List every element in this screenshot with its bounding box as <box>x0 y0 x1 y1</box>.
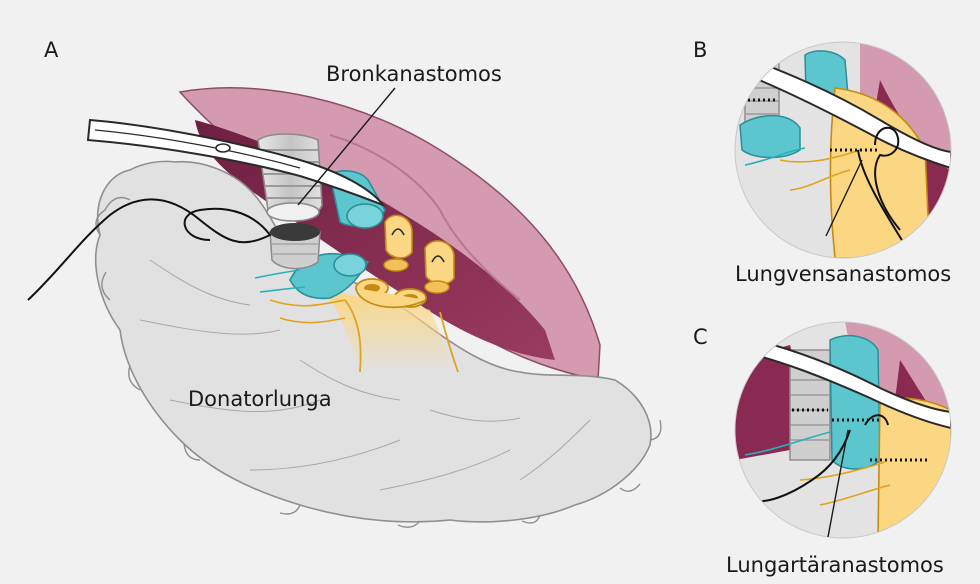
donor-lung-label: Donatorlunga <box>188 387 332 411</box>
pulmonary-vein-anastomosis-label: Lungvensanastomos <box>735 262 951 286</box>
pulmonary-artery-anastomosis-label: Lungartäranastomos <box>726 553 944 577</box>
panel-c-inset <box>735 322 951 538</box>
panel-a-illustration <box>28 88 661 527</box>
panel-b-inset <box>735 42 951 258</box>
panel-a-letter: A <box>44 38 58 62</box>
panel-c-letter: C <box>693 325 708 349</box>
panel-b-letter: B <box>693 38 707 62</box>
bronchial-anastomosis-label: Bronkanastomos <box>326 62 502 86</box>
